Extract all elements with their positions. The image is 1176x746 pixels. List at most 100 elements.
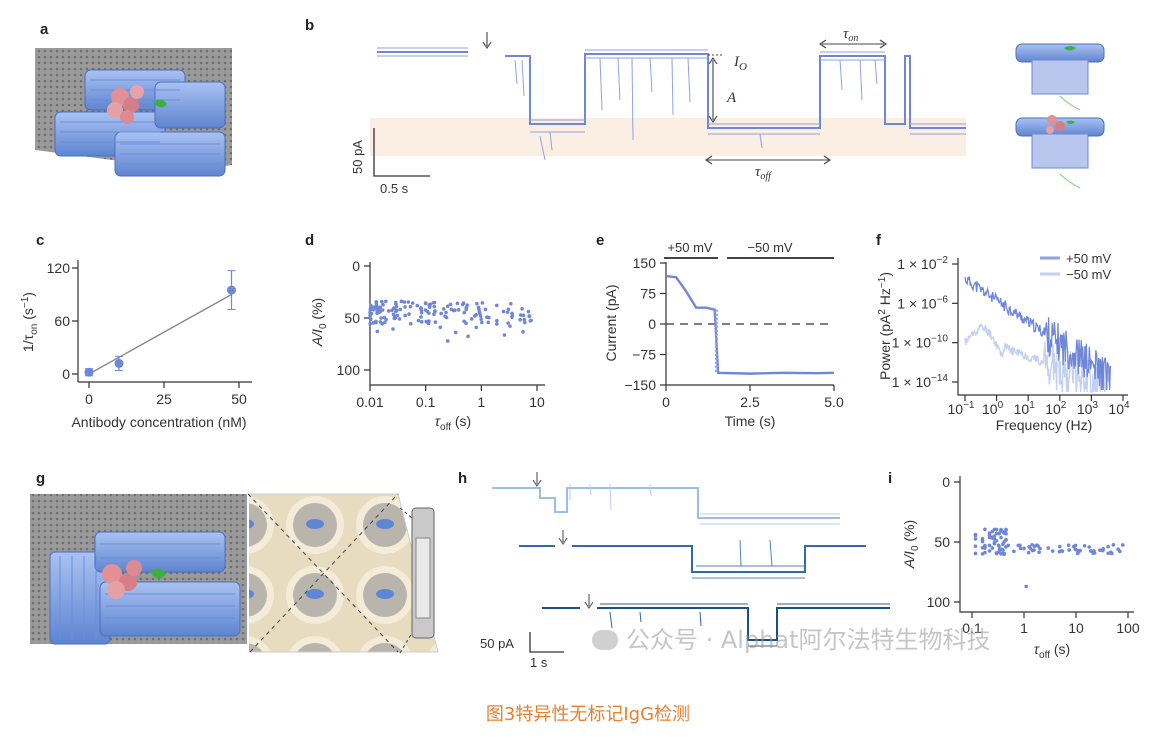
panel-b-pore-schematics (1015, 43, 1105, 189)
i-point (1098, 548, 1102, 552)
panel-g-illustration (30, 493, 439, 654)
e-xtick-label: 5.0 (824, 394, 844, 410)
i-point (1118, 549, 1122, 554)
d-point (431, 301, 436, 305)
d-point (406, 300, 411, 304)
i-ytick-50: 50 (934, 534, 950, 550)
c-fit-line (88, 293, 232, 375)
c-xtick-25: 25 (156, 391, 172, 407)
e-bar-neg-label: −50 mV (747, 240, 792, 255)
i-point (1100, 548, 1105, 553)
d-point (465, 303, 470, 308)
d-point (368, 310, 372, 315)
d-point (509, 301, 513, 306)
scale-h-y: 50 pA (480, 636, 514, 651)
d-point (453, 330, 458, 335)
d-point (394, 302, 398, 306)
f-xlabel: Frequency (Hz) (996, 417, 1092, 433)
d-point (505, 310, 510, 314)
d-point (424, 319, 428, 324)
i-point (983, 546, 987, 550)
f-xtick-label: 103 (1077, 400, 1099, 417)
d-point (427, 305, 432, 309)
i-point (1092, 551, 1097, 555)
panel-b-trace: IO A τon τoff 50 pA 0.5 s (350, 26, 966, 196)
d-point (455, 301, 460, 306)
d-xtick-label: 1 (477, 394, 485, 410)
d-point (432, 304, 437, 309)
d-point (423, 301, 428, 305)
watermark: 公众号 · Alphat阿尔法特生物科技 (592, 620, 991, 655)
panel-a-illustration (35, 48, 232, 177)
i-point (1087, 545, 1091, 549)
f-legend: +50 mV −50 mV (1040, 251, 1111, 282)
d-point (368, 321, 372, 326)
d-point (398, 307, 403, 312)
d-point (464, 321, 468, 326)
d-point (399, 299, 404, 304)
d-point (371, 321, 376, 325)
c-point (227, 285, 236, 295)
i-point (1120, 543, 1125, 547)
d-ylabel: A/I0 (%) (309, 298, 329, 347)
d-point (407, 312, 411, 316)
scale-h-x: 1 s (530, 655, 548, 670)
d-point (368, 317, 373, 322)
h-arrow-icon-1 (532, 472, 542, 487)
i-point (1050, 549, 1055, 553)
f-ytick-label: 1 × 10−6 (897, 294, 948, 311)
d-point (372, 305, 376, 310)
i-point (1106, 551, 1111, 556)
d-point (527, 314, 532, 319)
i-point (987, 549, 992, 553)
i-point (1038, 546, 1042, 551)
d-point (416, 318, 421, 323)
e-xtick-label: 2.5 (740, 394, 760, 410)
scale-b-y: 50 pA (350, 140, 365, 174)
d-point (495, 318, 499, 323)
d-point (419, 310, 424, 315)
d-point (420, 320, 424, 324)
e-xtick-label: 0 (662, 394, 670, 410)
f-ytick-label: 1 × 10−10 (892, 334, 949, 351)
d-point (433, 320, 438, 324)
c-xtick-50: 50 (231, 391, 247, 407)
i-xlabel: τoff (s) (1034, 641, 1070, 661)
i-point (996, 543, 1001, 548)
d-point (480, 301, 485, 305)
c-ytick-60: 60 (54, 313, 70, 329)
i-point (992, 541, 997, 546)
c-ylabel: 1/τon (s−1) (20, 292, 40, 352)
d-point (423, 308, 428, 312)
f-legend-pos: +50 mV (1066, 251, 1111, 266)
f-xtick-label: 104 (1108, 400, 1130, 417)
f-legend-neg: −50 mV (1066, 267, 1111, 282)
i-point (1006, 543, 1011, 548)
wechat-icon (592, 630, 618, 650)
d-point (510, 315, 514, 319)
i-point (992, 534, 997, 538)
e-ytick-label: 75 (640, 286, 656, 302)
i-point (1004, 531, 1008, 536)
e-current-trace (665, 274, 835, 375)
d-point (523, 320, 527, 325)
d-point (393, 316, 398, 320)
d-point (508, 324, 512, 328)
d-point (441, 307, 446, 311)
d-point (438, 325, 443, 330)
d-point (520, 306, 524, 311)
d-point (379, 316, 383, 320)
d-point (474, 313, 478, 317)
i-point (1082, 543, 1087, 548)
i-point (994, 527, 999, 532)
i-point (980, 536, 985, 541)
f-xtick-label: 10−1 (948, 400, 975, 417)
i-xtick-label: 1 (1020, 620, 1028, 636)
d-point (427, 311, 431, 315)
d-ytick-100: 100 (337, 362, 361, 378)
scale-b-x: 0.5 s (380, 181, 409, 196)
